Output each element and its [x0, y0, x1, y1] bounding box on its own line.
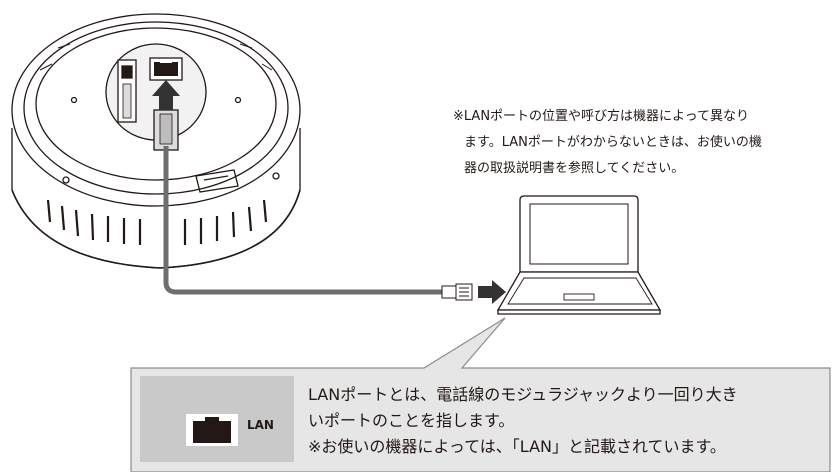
note-line-1: ※LANポートの位置や呼び方は機器によって異なり [453, 109, 750, 124]
callout-line-2: いポートのことを指します。 [308, 411, 515, 430]
lan-port-location-note: ※LANポートの位置や呼び方は機器によって異なり ます。LANポートがわからない… [453, 104, 832, 182]
note-line-3: 器の取扱説明書を参照してください。 [464, 161, 685, 176]
lan-cable [163, 146, 450, 295]
laptop-icon [496, 195, 662, 315]
callout-line-1: LANポートとは、電話線のモジュラジャックより一回り大き [308, 385, 738, 404]
note-line-2: ます。LANポートがわからないときは、お使いの機 [464, 135, 762, 150]
lan-port-description: LANポートとは、電話線のモジュラジャックより一回り大き いポートのことを指しま… [308, 382, 828, 460]
lan-port-icon [186, 414, 238, 446]
callout-box [130, 317, 831, 472]
lan-port-label: LAN [247, 418, 274, 432]
callout-line-3: ※お使いの機器によっては、「LAN」と記載されています。 [308, 437, 726, 456]
ethernet-plug-icon [441, 283, 473, 301]
arrow-up-icon [152, 80, 180, 110]
arrow-right-icon [478, 280, 506, 304]
router-device-icon [11, 13, 301, 269]
